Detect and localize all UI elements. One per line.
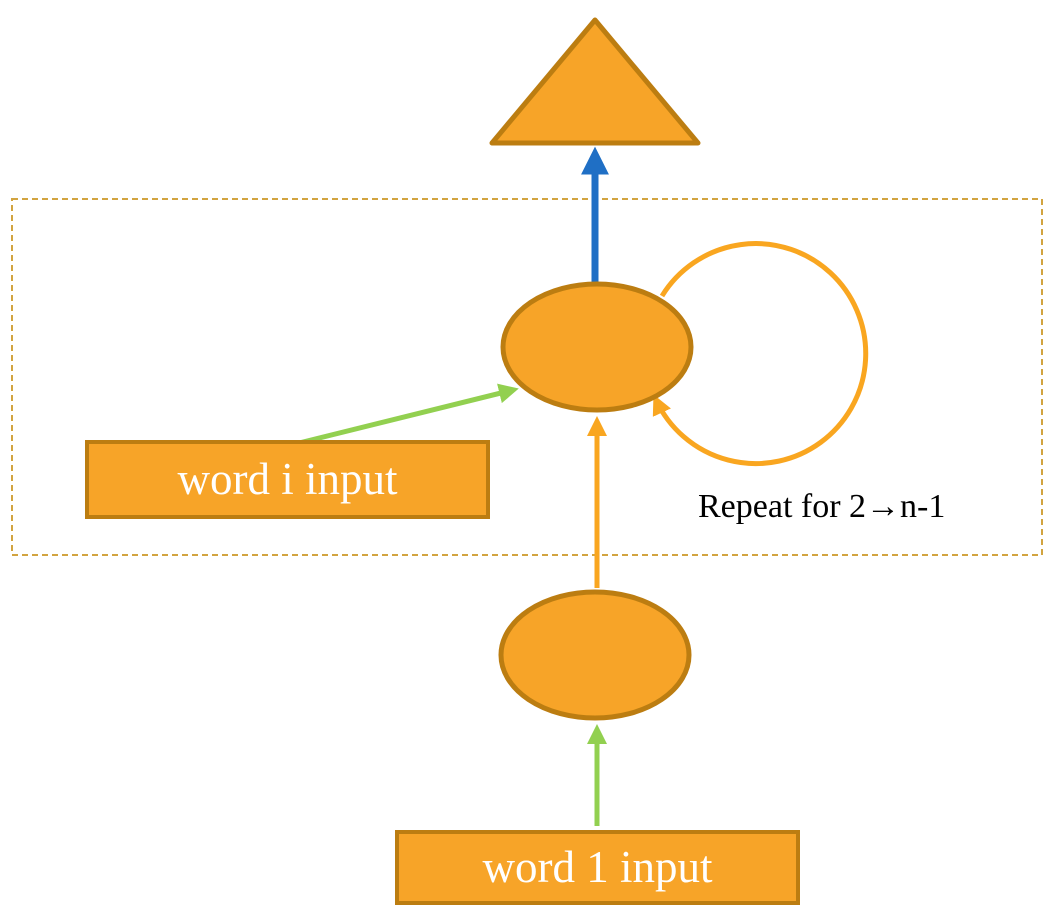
recurrent-loop-arrow xyxy=(652,241,869,467)
repeat-region-border xyxy=(11,198,1043,556)
output-triangle xyxy=(489,17,701,146)
word-i-input-label: word i input xyxy=(177,454,398,504)
repeat-note: Repeat for 2→n-1 xyxy=(698,488,946,525)
word-1-input-box: word 1 input xyxy=(395,830,800,905)
hidden-node-upper xyxy=(500,281,694,413)
word-i-input-box: word i input xyxy=(85,440,490,519)
hidden-node-lower xyxy=(498,589,692,721)
word-1-input-label: word 1 input xyxy=(482,842,713,892)
word-i-input-arrow xyxy=(290,383,519,448)
